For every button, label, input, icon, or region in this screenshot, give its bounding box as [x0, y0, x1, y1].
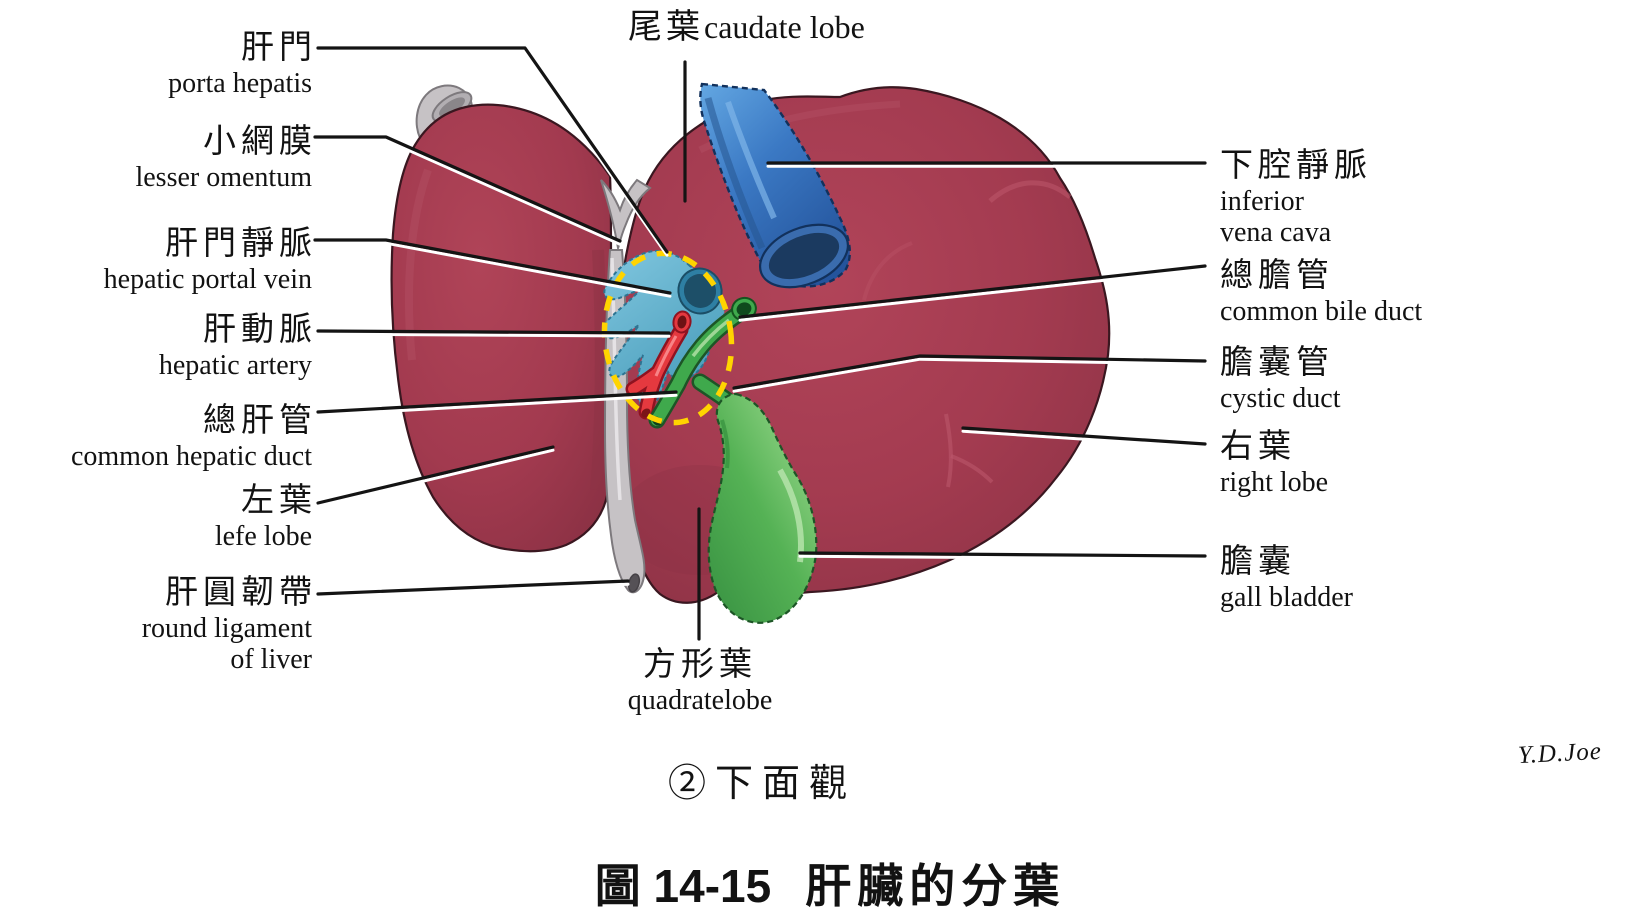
label-right-lobe: 右葉 right lobe: [1220, 427, 1328, 498]
artist-signature: Y.D.Joe: [1517, 737, 1603, 770]
leader-porta-hepatis: [316, 46, 669, 254]
figure-caption: 圖 14-15 肝臟的分葉: [430, 850, 1230, 910]
leader-gall-bladder: [798, 551, 1207, 558]
label-common-hepatic-duct-en: common hepatic duct: [70, 441, 312, 472]
leader-round-ligament: [316, 579, 630, 596]
label-hepatic-artery-zh: 肝動脈: [203, 312, 317, 348]
label-lesser-omentum: 小網膜 lesser omentum: [0, 122, 312, 193]
label-round-ligament-zh: 肝圓韌帶: [165, 575, 317, 611]
label-left-lobe-zh: 左葉: [241, 483, 317, 519]
label-left-lobe-en: lefe lobe: [214, 521, 312, 552]
artery-highlight: [654, 335, 678, 377]
label-lesser-omentum-en: lesser omentum: [135, 162, 312, 193]
ivc-opening-inner: [768, 232, 840, 280]
label-cystic-duct: 膽囊管 cystic duct: [1220, 343, 1341, 414]
right-lobe-fissure-highlight-1: [944, 413, 953, 488]
leader-lesser-omentum: [313, 135, 622, 243]
label-inferior-vena-cava-en2: vena cava: [1220, 217, 1332, 248]
label-hepatic-artery: 肝動脈 hepatic artery: [0, 310, 312, 381]
label-quadrate-lobe-en: quadratelobe: [627, 685, 773, 716]
leader-common-hepatic-duct: [316, 390, 678, 414]
label-hepatic-portal-vein: 肝門靜脈 hepatic portal vein: [0, 224, 312, 295]
duct-highlight: [691, 318, 731, 358]
label-cystic-duct-zh: 膽囊管: [1220, 345, 1334, 381]
label-common-bile-duct-zh: 總膽管: [1220, 258, 1334, 294]
label-caudate-lobe-en: caudate lobe: [704, 9, 865, 45]
label-porta-hepatis-zh: 肝門: [241, 30, 317, 66]
label-common-hepatic-duct-zh: 總肝管: [203, 403, 317, 439]
stump-opening-inner: [439, 97, 465, 117]
label-hepatic-artery-en: hepatic artery: [158, 350, 312, 381]
portal-opening-inner: [683, 274, 717, 308]
label-cystic-duct-en: cystic duct: [1220, 383, 1341, 414]
label-hepatic-portal-vein-zh: 肝門靜脈: [165, 226, 317, 262]
left-lobe: [390, 103, 613, 553]
label-round-ligament-en2: of liver: [230, 644, 312, 675]
label-right-lobe-zh: 右葉: [1220, 429, 1296, 465]
leader-hepatic-artery: [316, 329, 671, 335]
leader-lines-white-edge: [313, 49, 1207, 599]
label-inferior-vena-cava-zh: 下腔靜脈: [1220, 148, 1372, 184]
right-lobe-faint-arc: [862, 241, 913, 301]
leader-lines: [313, 46, 1207, 641]
label-right-lobe-en: right lobe: [1220, 467, 1329, 498]
gall-bladder-neck-shade: [720, 419, 730, 469]
bile-duct-opening-inner: [736, 302, 752, 316]
ivc-shadow-edge: [704, 97, 766, 250]
label-gall-bladder: 膽囊 gall bladder: [1220, 542, 1353, 613]
label-porta-hepatis: 肝門 porta hepatis: [0, 28, 312, 99]
ivc-highlight: [725, 101, 777, 220]
label-round-ligament-en: round ligament: [141, 613, 312, 644]
label-quadrate-lobe-zh: 方形葉: [643, 647, 757, 683]
porta-hepatis-dashed-circle: [601, 250, 735, 426]
leader-hepatic-portal-vein: [313, 238, 672, 295]
leader-right-lobe: [961, 426, 1207, 446]
view-label: ②下面觀: [668, 763, 857, 805]
right-lobe-arc-highlight: [988, 180, 1072, 203]
inferior-vena-cava: [699, 82, 852, 289]
label-common-bile-duct-en: common bile duct: [1220, 296, 1423, 327]
right-lobe-fissure-highlight-2: [950, 454, 994, 484]
band-funnel: [600, 178, 652, 250]
label-inferior-vena-cava: 下腔靜脈 inferior vena cava: [1220, 146, 1372, 248]
label-quadrate-lobe: 方形葉 quadratelobe: [550, 645, 850, 716]
artery-opening-inner: [677, 315, 687, 329]
label-caudate-lobe: 尾葉caudate lobe: [628, 8, 865, 48]
label-left-lobe: 左葉 lefe lobe: [0, 481, 312, 552]
label-hepatic-portal-vein-en: hepatic portal vein: [103, 264, 312, 295]
leader-common-bile-duct: [738, 264, 1207, 319]
label-lesser-omentum-zh: 小網膜: [203, 124, 317, 160]
label-gall-bladder-en: gall bladder: [1220, 582, 1353, 613]
gall-bladder-shape: [707, 392, 818, 624]
figure-caption-title: 肝臟的分葉: [805, 860, 1066, 910]
leader-cystic-duct: [732, 354, 1207, 390]
left-lobe-shadow: [590, 249, 607, 491]
label-gall-bladder-zh: 膽囊: [1220, 544, 1296, 580]
figure-caption-number: 圖 14-15: [594, 860, 772, 910]
label-inferior-vena-cava-en: inferior: [1220, 186, 1304, 217]
label-common-hepatic-duct: 總肝管 common hepatic duct: [0, 401, 312, 472]
hepatic-artery: [625, 310, 692, 420]
label-caudate-lobe-zh: 尾葉: [628, 9, 704, 46]
label-porta-hepatis-en: porta hepatis: [168, 68, 312, 99]
label-round-ligament: 肝圓韌帶 round ligament of liver: [0, 573, 312, 675]
label-common-bile-duct: 總膽管 common bile duct: [1220, 256, 1422, 327]
leader-left-lobe: [316, 445, 555, 505]
